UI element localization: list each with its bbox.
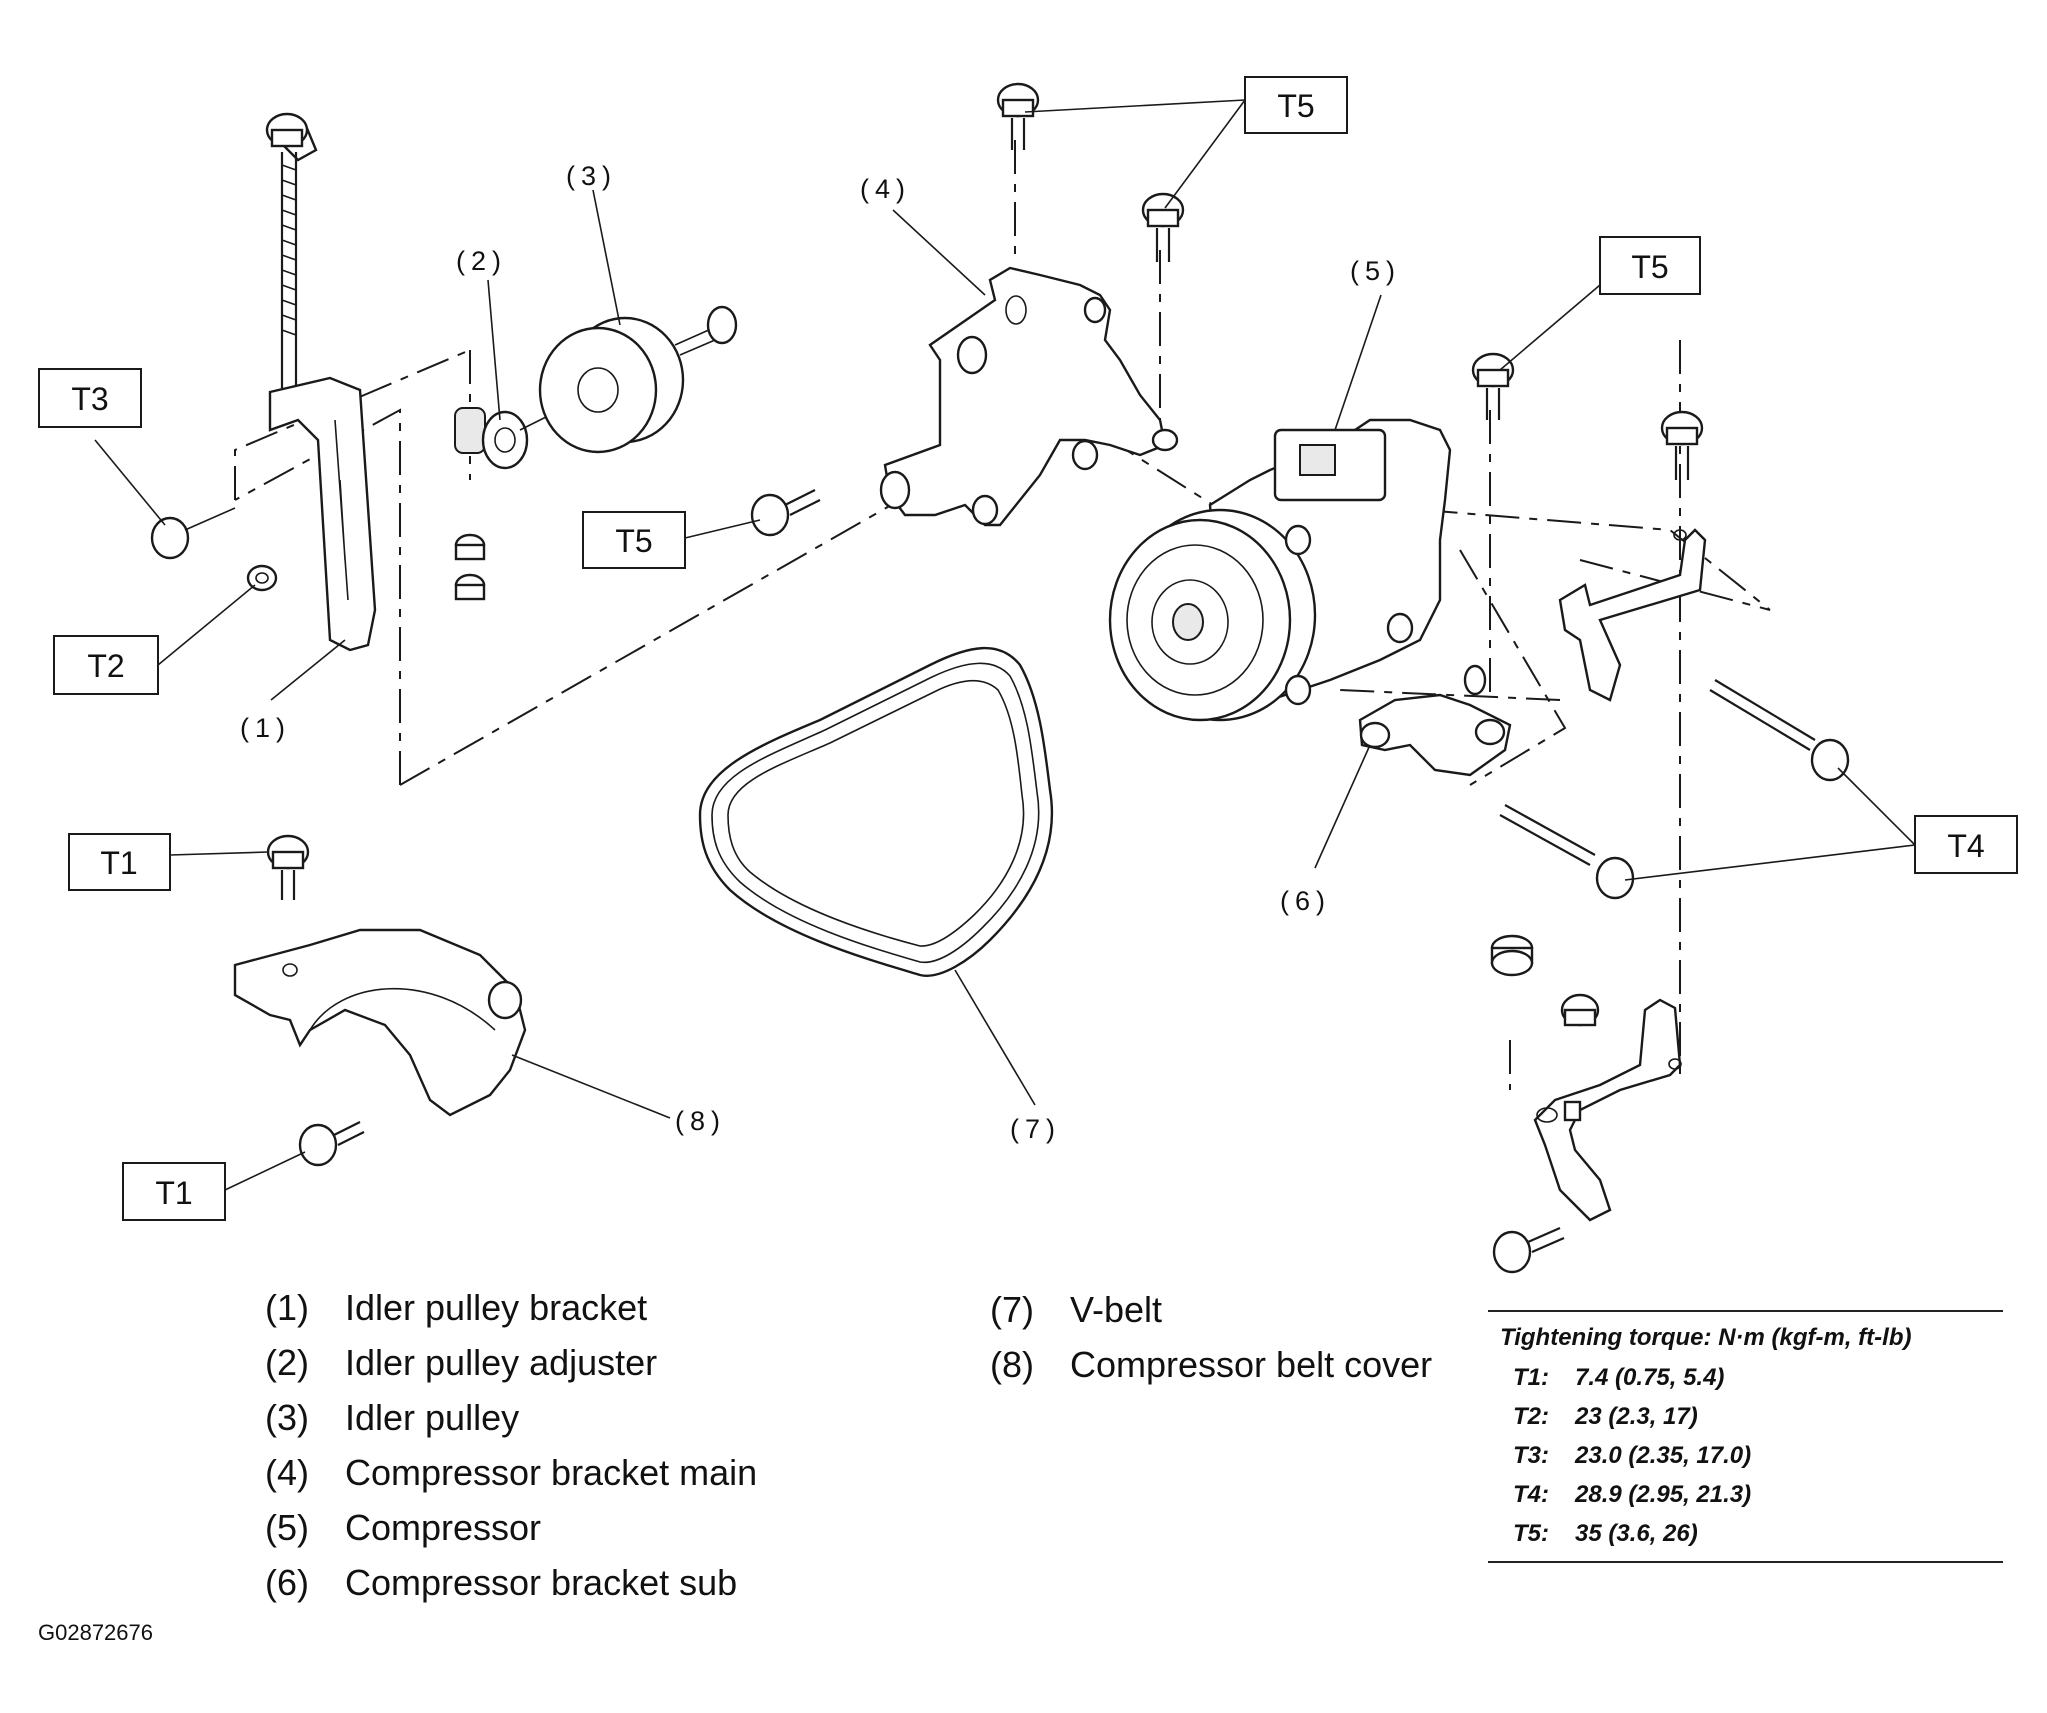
parts-legend-right: (7) V-belt (8) Compressor belt cover: [990, 1282, 1432, 1392]
bolt-t1-top: [266, 834, 310, 900]
callout-1: (1): [240, 713, 291, 743]
torque-row: T2: 23 (2.3, 17): [1488, 1397, 2003, 1436]
torque-row: T4: 28.9 (2.95, 21.3): [1488, 1475, 2003, 1514]
upper-right-bracket: [1558, 528, 1707, 702]
idler-pulley-bracket: [268, 124, 377, 652]
legend-item: (6) Compressor bracket sub: [265, 1555, 757, 1610]
compressor-bracket-main: [879, 266, 1179, 527]
svg-text:T4: T4: [1947, 828, 1984, 864]
label-t5-right: T5: [1599, 236, 1701, 295]
legend-name: Compressor: [345, 1507, 542, 1548]
torque-key: T2:: [1513, 1403, 1549, 1430]
torque-value: 23.0 (2.35, 17.0): [1575, 1442, 1752, 1469]
label-t5-left: T5: [582, 511, 686, 569]
torque-value: 28.9 (2.95, 21.3): [1575, 1481, 1752, 1508]
svg-text:T1: T1: [100, 845, 137, 881]
legend-num: (6): [265, 1562, 309, 1603]
bolt-t5-left: [750, 489, 821, 537]
idler-pulley: [538, 305, 738, 454]
callout-7: (7): [1010, 1114, 1061, 1144]
svg-text:T2: T2: [87, 648, 124, 684]
bolt-t5-top-right: [1141, 192, 1185, 262]
compressor: [1108, 418, 1452, 722]
legend-item: (2) Idler pulley adjuster: [265, 1335, 757, 1390]
bolt-bottom-right: [1492, 1226, 1565, 1274]
legend-num: (1): [265, 1287, 309, 1328]
callout-4: (4): [860, 174, 911, 204]
v-belt: [698, 646, 1054, 977]
legend-name: Idler pulley adjuster: [345, 1342, 658, 1383]
svg-text:T5: T5: [1631, 249, 1668, 285]
label-t5-top: T5: [1244, 76, 1348, 134]
leader-lines: [94, 99, 1916, 1191]
svg-text:T1: T1: [155, 1175, 192, 1211]
legend-num: (7): [990, 1289, 1034, 1330]
legend-num: (8): [990, 1344, 1034, 1385]
bolt-top-left-long: [265, 112, 309, 148]
legend-item: (4) Compressor bracket main: [265, 1445, 757, 1500]
legend-name: Idler pulley: [345, 1397, 520, 1438]
label-t4: T4: [1914, 815, 2018, 874]
label-t2: T2: [53, 635, 159, 695]
compressor-bracket-sub: [1358, 664, 1512, 777]
t2-nut: [246, 564, 278, 592]
svg-text:T5: T5: [1277, 88, 1314, 124]
svg-text:T3: T3: [71, 381, 108, 417]
legend-name: Compressor bracket main: [345, 1452, 758, 1493]
legend-item: (3) Idler pulley: [265, 1390, 757, 1445]
callout-8: (8): [675, 1106, 726, 1136]
parts-legend-left: (1) Idler pulley bracket (2) Idler pulley …: [265, 1280, 757, 1610]
legend-name: Idler pulley bracket: [345, 1287, 648, 1328]
legend-name: V-belt: [1070, 1289, 1163, 1330]
bolt-t5-right: [1471, 352, 1515, 420]
bolt-t1-bottom: [298, 1121, 365, 1167]
bolt-lower-right-nut: [1560, 993, 1600, 1027]
idler-pulley-adjuster: [454, 394, 591, 601]
label-t1-bottom: T1: [122, 1162, 226, 1221]
torque-row: T1: 7.4 (0.75, 5.4): [1488, 1358, 2003, 1397]
torque-key: T4:: [1513, 1481, 1549, 1508]
callout-2: (2): [456, 246, 507, 276]
legend-name: Compressor belt cover: [1070, 1344, 1433, 1385]
callout-6: (6): [1280, 886, 1331, 916]
legend-num: (5): [265, 1507, 309, 1548]
torque-value: 35 (3.6, 26): [1575, 1520, 1698, 1547]
torque-value: 7.4 (0.75, 5.4): [1575, 1364, 1725, 1391]
legend-num: (2): [265, 1342, 309, 1383]
legend-item: (7) V-belt: [990, 1282, 1432, 1337]
torque-row: T3: 23.0 (2.35, 17.0): [1488, 1436, 2003, 1475]
torque-table-header: Tightening torque: N·m (kgf-m, ft-lb): [1500, 1324, 1912, 1351]
legend-name: Compressor bracket sub: [345, 1562, 738, 1603]
callout-5: (5): [1350, 256, 1401, 286]
bolt-right-upper: [1660, 410, 1704, 480]
t3-bolt: [150, 507, 236, 560]
legend-num: (3): [265, 1397, 309, 1438]
label-t3: T3: [38, 368, 142, 428]
legend-num: (4): [265, 1452, 309, 1493]
torque-key: T5:: [1513, 1520, 1549, 1547]
bolt-t4-upper: [1709, 679, 1850, 782]
legend-item: (5) Compressor: [265, 1500, 757, 1555]
svg-text:T5: T5: [615, 523, 652, 559]
label-t1-top: T1: [68, 833, 171, 891]
bolt-t4-lower: [1499, 804, 1635, 900]
torque-key: T1:: [1513, 1364, 1549, 1391]
legend-item: (1) Idler pulley bracket: [265, 1280, 757, 1335]
torque-table: Tightening torque: N·m (kgf-m, ft-lb) T1…: [1488, 1310, 2003, 1563]
torque-row: T5: 35 (3.6, 26): [1488, 1514, 2003, 1553]
torque-value: 23 (2.3, 17): [1575, 1403, 1698, 1430]
legend-item: (8) Compressor belt cover: [990, 1337, 1432, 1392]
lower-right-bracket: [1490, 934, 1682, 1222]
compressor-belt-cover: [233, 928, 527, 1117]
torque-key: T3:: [1513, 1442, 1549, 1469]
callout-3: (3): [566, 161, 617, 191]
image-code: G02872676: [38, 1620, 153, 1645]
bolt-t5-top-left: [996, 82, 1040, 150]
